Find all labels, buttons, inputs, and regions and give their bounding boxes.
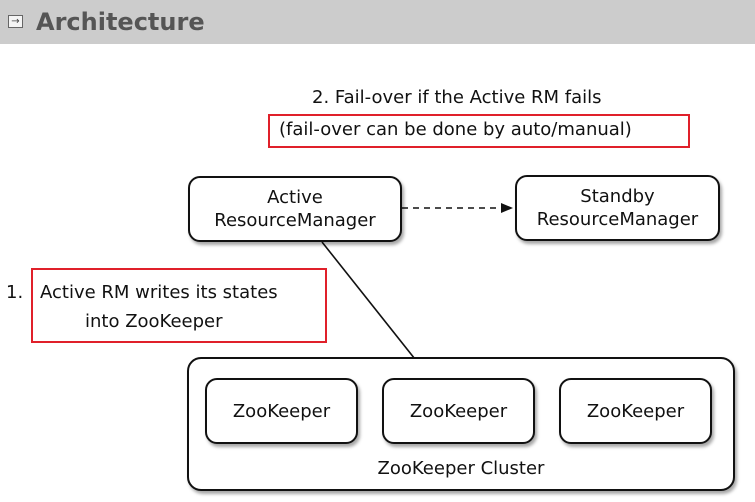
standby-resourcemanager-node: Standby ResourceManager [515, 175, 720, 241]
step1-line1: Active RM writes its states [40, 282, 278, 303]
active-rm-line1: Active [267, 187, 323, 208]
standby-rm-line2: ResourceManager [536, 209, 699, 230]
failover-highlight-box [268, 114, 690, 148]
write-state-arrow [321, 241, 431, 379]
failover-annotation-line1: 2. Fail-over if the Active RM fails [312, 87, 602, 108]
standby-rm-line1: Standby [580, 186, 655, 207]
zookeeper-node-3: ZooKeeper [559, 378, 712, 444]
zookeeper-node-1-label: ZooKeeper [232, 400, 331, 422]
active-resourcemanager-node: Active ResourceManager [188, 176, 402, 242]
zookeeper-node-2-label: ZooKeeper [409, 400, 508, 422]
step1-line2: into ZooKeeper [85, 311, 223, 332]
step1-highlight-box [31, 268, 327, 343]
section-title: Architecture [36, 8, 205, 36]
zookeeper-node-3-label: ZooKeeper [586, 400, 685, 422]
zookeeper-node-2: ZooKeeper [382, 378, 535, 444]
zookeeper-cluster-label: ZooKeeper Cluster [377, 458, 545, 479]
expand-icon[interactable]: → [8, 15, 23, 28]
step1-number: 1. [6, 282, 24, 303]
failover-annotation-line2: (fail-over can be done by auto/manual) [279, 119, 632, 140]
zookeeper-node-1: ZooKeeper [205, 378, 358, 444]
section-header: → Architecture [0, 0, 755, 44]
active-rm-line2: ResourceManager [214, 210, 376, 231]
